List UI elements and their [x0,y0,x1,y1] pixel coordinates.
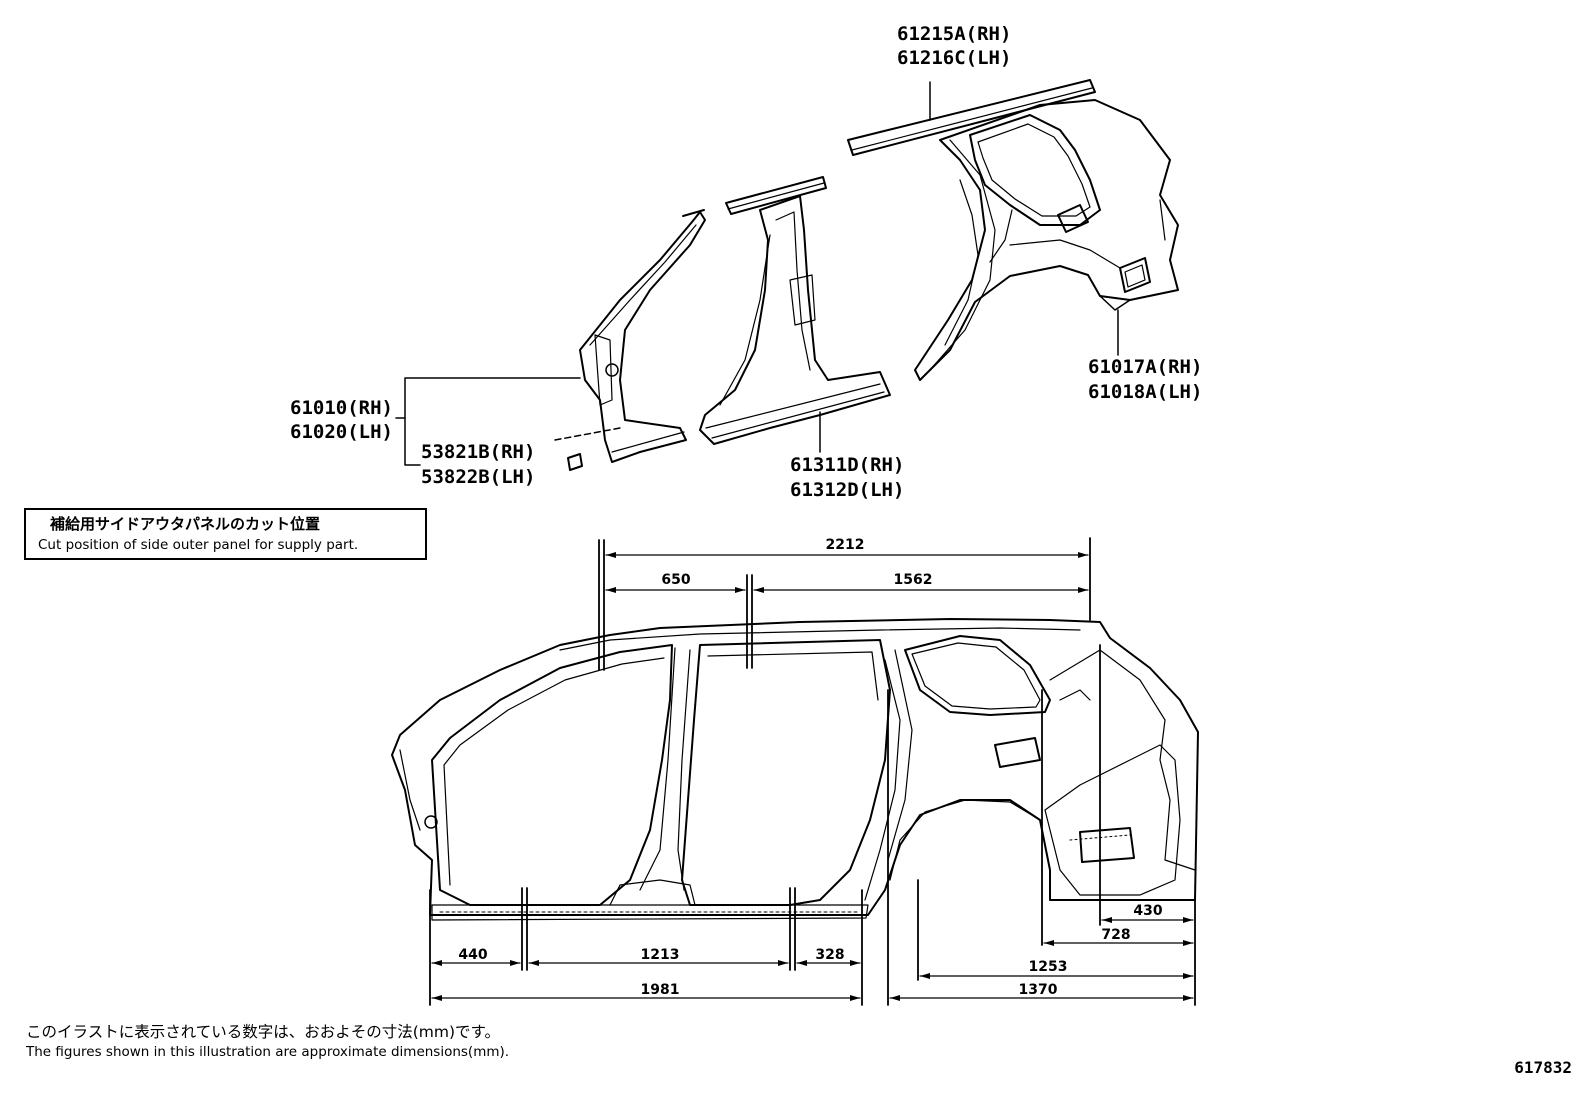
side-outer-panel-view [391,618,1199,921]
dim-440: 440 [458,947,487,963]
rear-quarter-panel-part [914,99,1179,381]
part-label-61312d: 61312D(LH) [790,479,904,501]
illustration-id: 617832 [1514,1058,1572,1077]
dim-650: 650 [661,572,690,588]
footnote-jp: このイラストに表示されている数字は、おおよその寸法(mm)です。 [26,1023,500,1041]
part-label-61010: 61010(RH) [290,397,393,419]
dim-2212: 2212 [826,537,865,553]
part-label-61216c: 61216C(LH) [897,47,1011,69]
legend-text-en: Cut position of side outer panel for sup… [38,537,359,553]
dim-1253: 1253 [1029,959,1068,975]
dim-1370: 1370 [1019,982,1058,998]
roof-side-rail-part [682,79,1096,217]
footnote-en: The figures shown in this illustration a… [26,1044,510,1060]
part-label-61311d: 61311D(RH) [790,454,904,476]
dim-728: 728 [1101,927,1130,943]
part-label-61018a: 61018A(LH) [1088,381,1202,403]
bracket-part [554,427,621,471]
part-label-53822b: 53822B(LH) [421,466,535,488]
part-label-61215a: 61215A(RH) [897,23,1011,45]
dimension-arrows [432,552,1193,1001]
part-label-61020: 61020(LH) [290,421,393,443]
dim-1981: 1981 [641,982,680,998]
front-pillar-part [579,211,706,463]
leader-lines [395,81,1119,466]
dimension-lines [431,554,1194,999]
dim-1562: 1562 [894,572,933,588]
dim-328: 328 [815,947,844,963]
dim-430: 430 [1133,903,1162,919]
cut-position-lines [429,537,1196,1006]
legend-text-jp: 補給用サイドアウタパネルのカット位置 [50,515,321,533]
part-label-53821b: 53821B(RH) [421,441,535,463]
dim-1213: 1213 [641,947,680,963]
cut-position-legend: 補給用サイドアウタパネルのカット位置 Cut position of side … [24,508,427,560]
part-label-61017a: 61017A(RH) [1088,356,1202,378]
rocker-center-pillar-part [699,195,891,445]
